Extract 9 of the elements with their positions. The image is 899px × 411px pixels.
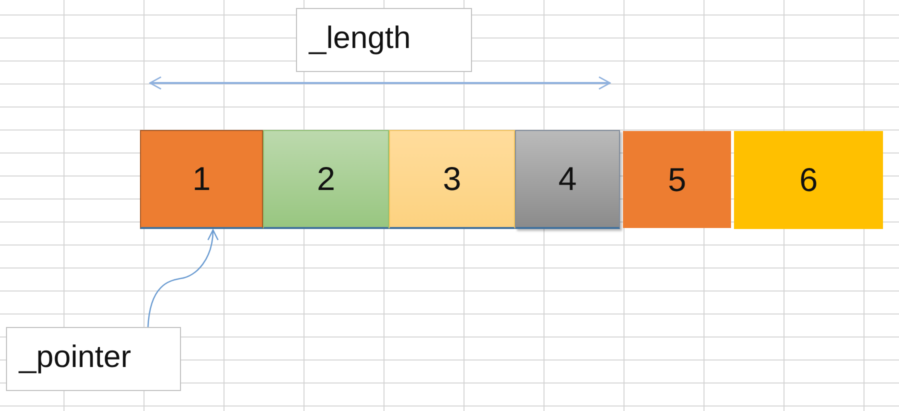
array-element: 3 (389, 130, 515, 229)
array-element: 1 (140, 130, 263, 229)
array-element: 2 (263, 130, 389, 229)
array-element: 6 (734, 131, 883, 229)
array-element: 4 (515, 130, 620, 229)
variable-label: _length (296, 8, 472, 72)
pointer-arrow (147, 229, 218, 328)
array-element: 5 (623, 131, 731, 228)
variable-label: _pointer (6, 327, 181, 391)
